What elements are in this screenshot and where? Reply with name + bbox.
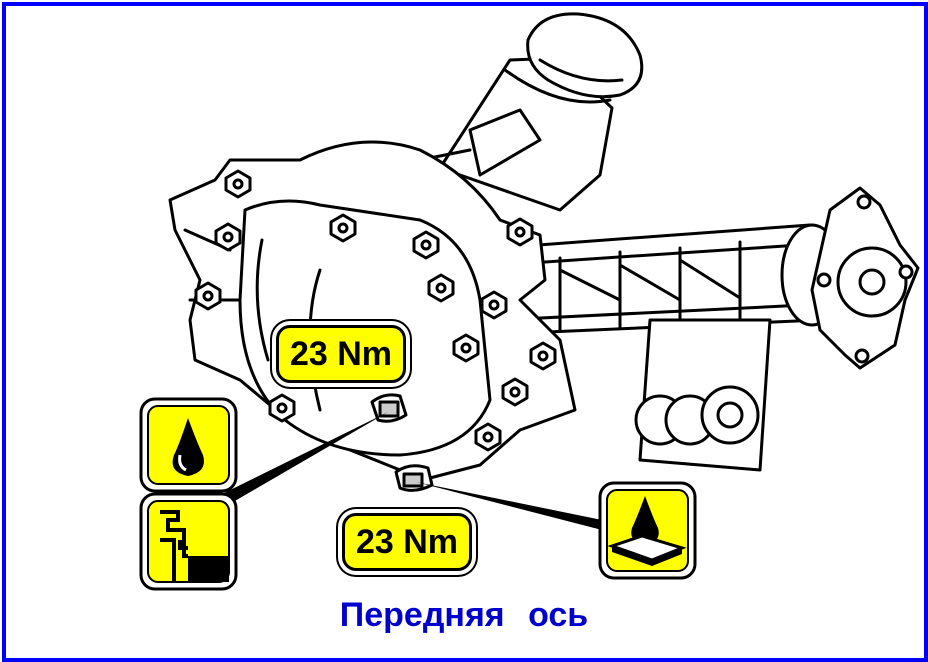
drain-plug-torque-text: 23 Nm <box>355 522 459 561</box>
fill-plug <box>370 393 408 423</box>
fill-plug-torque-text: 23 Nm <box>289 334 393 373</box>
pinion-flange <box>418 12 644 212</box>
drain-plug-torque-label: 23 Nm <box>342 513 472 571</box>
hub-flange <box>780 186 920 370</box>
drain-leader <box>416 482 602 530</box>
fill-plug-torque-label: 23 Nm <box>276 325 406 383</box>
oil-drop-icon <box>139 397 238 493</box>
diagram-caption: Передняя ось <box>339 596 589 634</box>
fill-leader <box>220 412 388 505</box>
cover-bolts <box>194 169 557 452</box>
oil-drain-icon <box>598 481 697 580</box>
fill-level-icon <box>139 492 238 591</box>
drain-plug <box>394 464 434 492</box>
